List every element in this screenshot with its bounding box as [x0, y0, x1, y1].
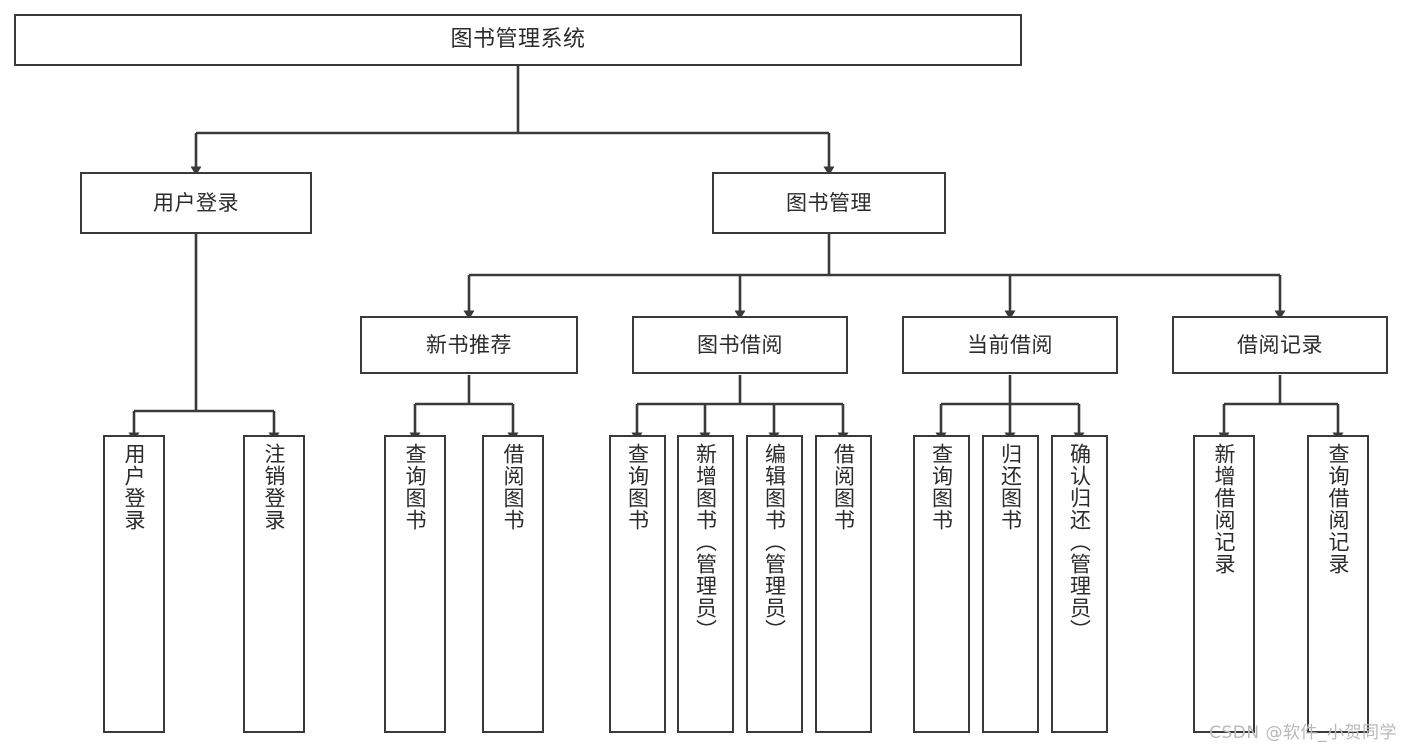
leaf-user-login-login[interactable]: 用户登录	[103, 435, 165, 733]
node-book-borrow[interactable]: 图书借阅	[632, 316, 848, 374]
leaf-current-return-book-label: 归还图书	[998, 443, 1023, 531]
leaf-record-query-record-label: 查询借阅记录	[1326, 443, 1351, 575]
leaf-record-add-record[interactable]: 新增借阅记录	[1193, 435, 1255, 733]
node-root[interactable]: 图书管理系统	[14, 14, 1022, 66]
node-borrow-record[interactable]: 借阅记录	[1172, 316, 1388, 374]
leaf-record-add-record-label: 新增借阅记录	[1212, 443, 1237, 575]
leaf-borrow-query-book-label: 查询图书	[625, 443, 650, 531]
leaf-user-login-login-label: 用户登录	[122, 443, 147, 531]
node-root-label: 图书管理系统	[450, 26, 586, 52]
node-user-login[interactable]: 用户登录	[80, 172, 312, 234]
node-new-book-recommend[interactable]: 新书推荐	[360, 316, 578, 374]
leaf-borrow-query-book[interactable]: 查询图书	[609, 435, 666, 733]
leaf-current-confirm-return-label: 确认归还（管理员）	[1067, 443, 1092, 641]
leaf-borrow-borrow-book[interactable]: 借阅图书	[815, 435, 872, 733]
node-current-borrow-label: 当前借阅	[967, 332, 1053, 357]
leaf-borrow-edit-book[interactable]: 编辑图书（管理员）	[746, 435, 803, 733]
leaf-user-login-logout-label: 注销登录	[262, 443, 287, 531]
node-borrow-record-label: 借阅记录	[1237, 332, 1323, 357]
watermark-text: CSDN @软件_小贺同学	[1209, 723, 1397, 743]
leaf-current-query-book-label: 查询图书	[929, 443, 954, 531]
leaf-borrow-borrow-book-label: 借阅图书	[831, 443, 856, 531]
leaf-user-login-logout[interactable]: 注销登录	[243, 435, 305, 733]
leaf-recommend-query-book[interactable]: 查询图书	[384, 435, 446, 733]
leaf-current-query-book[interactable]: 查询图书	[913, 435, 970, 733]
leaf-record-query-record[interactable]: 查询借阅记录	[1307, 435, 1369, 733]
leaf-borrow-edit-book-label: 编辑图书（管理员）	[762, 443, 787, 641]
leaf-borrow-add-book-label: 新增图书（管理员）	[693, 443, 718, 641]
node-book-management[interactable]: 图书管理	[712, 172, 946, 234]
node-book-management-label: 图书管理	[786, 190, 872, 215]
leaf-borrow-add-book[interactable]: 新增图书（管理员）	[677, 435, 734, 733]
node-user-login-label: 用户登录	[153, 190, 239, 215]
node-book-borrow-label: 图书借阅	[697, 332, 783, 357]
leaf-recommend-borrow-book-label: 借阅图书	[501, 443, 526, 531]
leaf-recommend-query-book-label: 查询图书	[403, 443, 428, 531]
leaf-current-return-book[interactable]: 归还图书	[982, 435, 1039, 733]
node-new-book-recommend-label: 新书推荐	[426, 332, 512, 357]
node-current-borrow[interactable]: 当前借阅	[902, 316, 1118, 374]
leaf-current-confirm-return[interactable]: 确认归还（管理员）	[1051, 435, 1108, 733]
leaf-recommend-borrow-book[interactable]: 借阅图书	[482, 435, 544, 733]
